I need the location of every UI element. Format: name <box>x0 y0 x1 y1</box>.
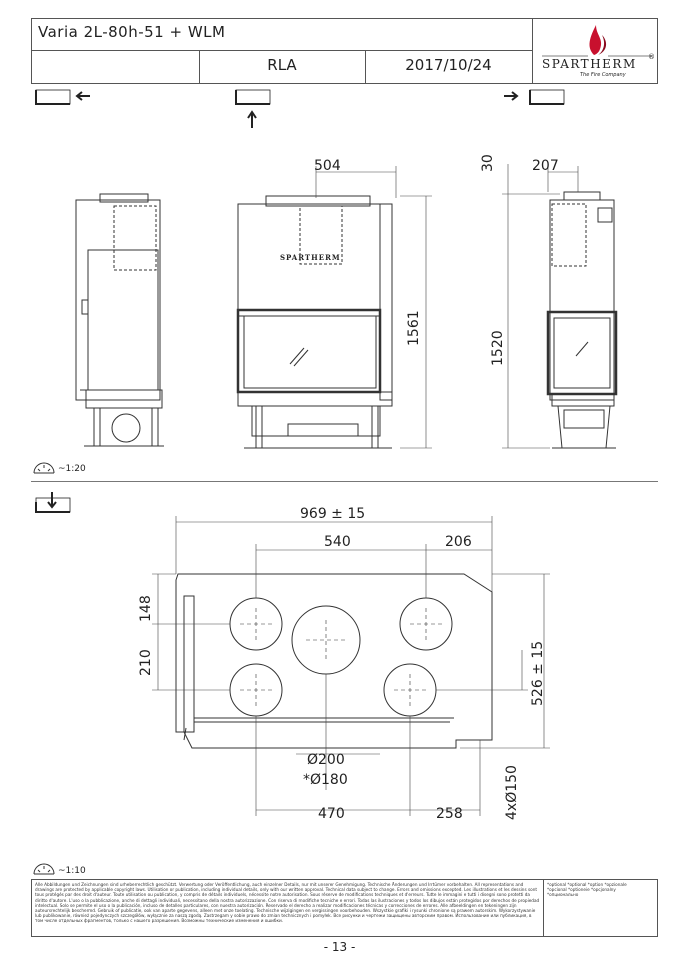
front-logo: SPARTHERM <box>280 253 341 262</box>
flame-icon <box>542 25 652 57</box>
dim-diameter-150: 4xØ150 <box>504 765 520 820</box>
scale-icon <box>33 462 55 474</box>
title-block: Varia 2L-80h-51 + WLM RLA 2017/10/24 SPA… <box>31 18 658 84</box>
front-view <box>236 195 393 449</box>
side-view-right <box>546 191 618 449</box>
logo-wordmark: SPARTHERM <box>542 57 637 71</box>
view-right-icon <box>504 89 565 105</box>
cell-divider-1 <box>199 50 200 84</box>
legal-footer: Alle Abbildungen und Zeichnungen sind ur… <box>31 879 658 937</box>
dim-504: 504 <box>314 158 341 174</box>
dim-470: 470 <box>318 806 345 822</box>
dim-diameter-200: Ø200 <box>307 752 345 768</box>
dim-diameter-180: *Ø180 <box>303 772 348 788</box>
section-divider <box>31 481 658 482</box>
elevation-drawings <box>75 164 618 449</box>
plan-view <box>152 516 550 816</box>
dim-206: 206 <box>445 534 472 550</box>
cell-variant: RLA <box>267 56 297 74</box>
side-view-left <box>75 193 164 447</box>
scale-top: ~1:20 <box>58 464 86 474</box>
logo-divider <box>532 19 533 83</box>
dim-258: 258 <box>436 806 463 822</box>
scale-icon-bottom <box>33 863 55 875</box>
logo-registered: ® <box>648 53 655 61</box>
logo-tagline: The Fire Company <box>580 72 626 78</box>
dim-210: 210 <box>138 649 154 676</box>
legal-text: Alle Abbildungen und Zeichnungen sind ur… <box>35 882 540 924</box>
optional-notes: *optional *optional *option *opzionale *… <box>547 882 627 898</box>
cell-divider-2 <box>365 50 366 84</box>
dim-540: 540 <box>324 534 351 550</box>
dim-148: 148 <box>138 595 154 622</box>
page-number: - 13 - <box>323 940 356 954</box>
scale-bottom: ~1:10 <box>58 866 86 876</box>
dim-1561: 1561 <box>406 310 422 346</box>
dim-1520: 1520 <box>490 330 506 366</box>
dim-526: 526 ± 15 <box>530 640 546 706</box>
cell-date: 2017/10/24 <box>405 56 492 74</box>
dim-969: 969 ± 15 <box>300 506 366 522</box>
spartherm-logo: SPARTHERM ® The Fire Company <box>538 21 656 81</box>
view-top-icon <box>35 492 71 513</box>
footer-divider <box>543 880 544 936</box>
view-left-icon <box>35 89 90 105</box>
model-title: Varia 2L-80h-51 + WLM <box>38 23 226 41</box>
view-front-icon <box>235 89 271 128</box>
title-divider <box>32 50 532 51</box>
dim-30: 30 <box>480 154 496 172</box>
dim-207: 207 <box>532 158 559 174</box>
